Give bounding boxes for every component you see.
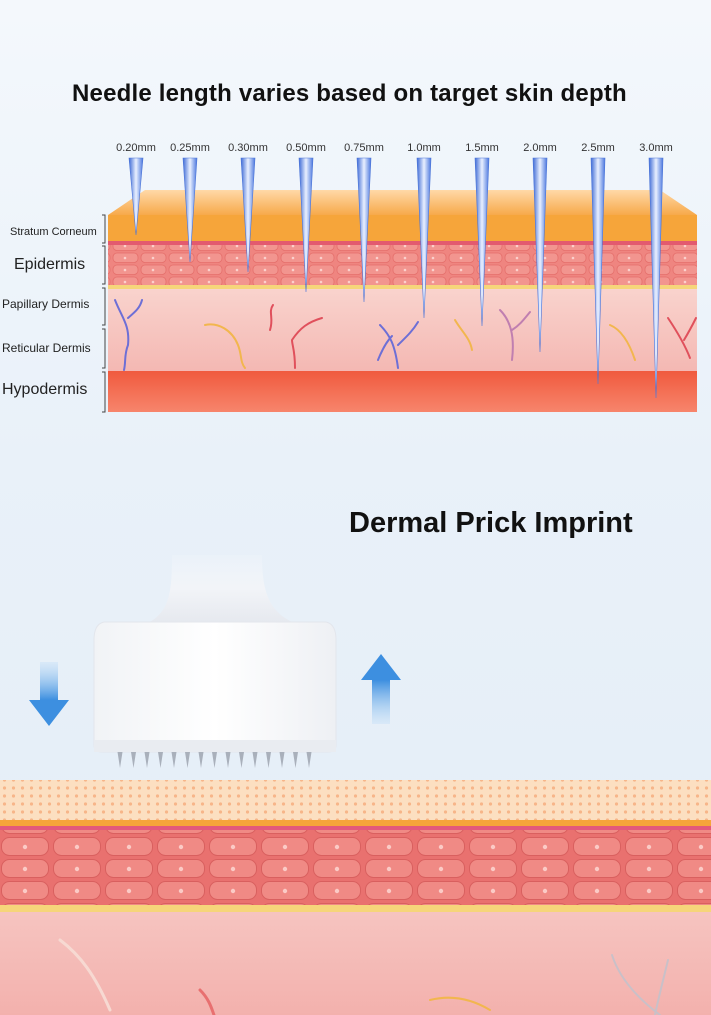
device-needle bbox=[293, 752, 298, 768]
needle-label: 1.5mm bbox=[465, 142, 499, 154]
label-reticular-dermis: Reticular Dermis bbox=[2, 341, 91, 355]
needle-label: 0.50mm bbox=[286, 142, 326, 154]
device-needle bbox=[252, 752, 258, 768]
needle-label: 3.0mm bbox=[639, 142, 673, 154]
arrow-down-icon bbox=[29, 662, 69, 726]
arrow-up-icon bbox=[361, 654, 401, 724]
label-hypodermis: Hypodermis bbox=[2, 381, 88, 398]
label-stratum-corneum: Stratum Corneum bbox=[10, 226, 97, 238]
needle-2.5mm bbox=[590, 157, 606, 385]
needle-0.30mm bbox=[240, 157, 256, 273]
needle-1.0mm bbox=[416, 157, 432, 319]
device-needle bbox=[306, 752, 312, 768]
skin-surface-dotted bbox=[0, 780, 711, 820]
needle-label: 0.30mm bbox=[228, 142, 268, 154]
device-needle bbox=[158, 752, 163, 768]
needle-depth-title: Needle length varies based on target ski… bbox=[72, 80, 627, 107]
device-needle bbox=[131, 752, 136, 768]
device-needle bbox=[185, 752, 190, 768]
microneedle-device bbox=[93, 621, 337, 753]
device-needle bbox=[225, 752, 231, 768]
device-needle bbox=[239, 752, 244, 768]
device-needle bbox=[279, 752, 285, 768]
skin-depth-diagram bbox=[102, 157, 697, 413]
needle-label: 0.20mm bbox=[116, 142, 156, 154]
device-handle bbox=[150, 555, 292, 622]
label-epidermis: Epidermis bbox=[14, 256, 86, 273]
needle-label: 1.0mm bbox=[407, 142, 441, 154]
device-needle bbox=[266, 752, 271, 768]
device-needle bbox=[144, 752, 150, 768]
needle-label: 0.25mm bbox=[170, 142, 210, 154]
needle-label: 2.5mm bbox=[581, 142, 615, 154]
label-papillary-dermis: Papillary Dermis bbox=[2, 297, 90, 311]
epidermis-cells bbox=[0, 830, 711, 912]
device-needle bbox=[117, 752, 123, 768]
dermal-imprint-title: Dermal Prick Imprint bbox=[349, 507, 633, 539]
needle-2.0mm bbox=[532, 157, 548, 353]
device-needle bbox=[212, 752, 217, 768]
device-needle bbox=[171, 752, 177, 768]
needle-0.25mm bbox=[182, 157, 198, 263]
layer-brackets bbox=[102, 214, 106, 413]
needle-label: 2.0mm bbox=[523, 142, 557, 154]
needle-1.5mm bbox=[474, 157, 490, 327]
needle-label: 0.75mm bbox=[344, 142, 384, 154]
blood-vessel-decor bbox=[114, 299, 697, 371]
needle-0.75mm bbox=[356, 157, 372, 303]
device-needle bbox=[198, 752, 204, 768]
needle-0.50mm bbox=[298, 157, 314, 293]
needle-3.0mm bbox=[648, 157, 664, 399]
needle-0.20mm bbox=[128, 157, 144, 236]
